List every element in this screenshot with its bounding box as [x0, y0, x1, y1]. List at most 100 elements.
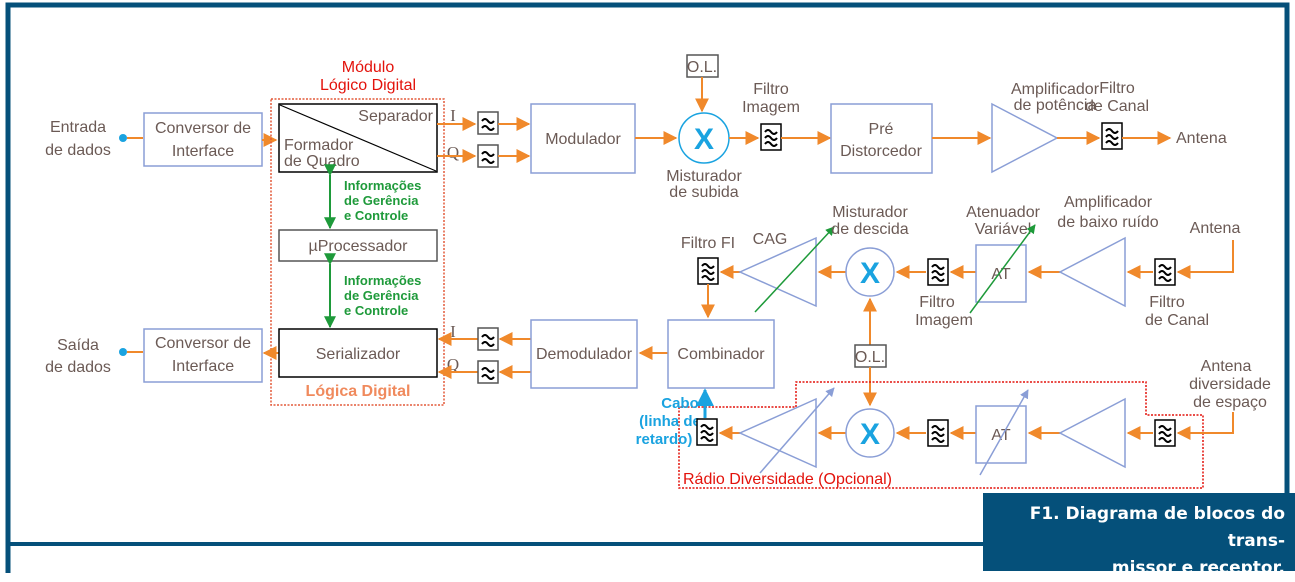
svg-text:de dados: de dados [45, 142, 111, 159]
svg-text:de espaço: de espaço [1193, 394, 1267, 411]
low-noise-amplifier [1058, 236, 1126, 308]
rx-channel-filter-icon [1154, 258, 1176, 286]
svg-text:de baixo ruído: de baixo ruído [1057, 214, 1159, 231]
diversity-agc-amplifier [738, 397, 817, 469]
svg-text:Informações: Informações [344, 273, 421, 288]
svg-text:de descida: de descida [831, 221, 908, 238]
tx-filter-i-icon [477, 111, 499, 135]
diversity-lna [1058, 397, 1126, 469]
svg-text:Combinador: Combinador [677, 346, 765, 363]
figure-caption: F1. Diagrama de blocos do trans- missor … [983, 493, 1295, 578]
svg-text:Filtro: Filtro [919, 294, 955, 311]
svg-text:O.L.: O.L. [687, 59, 717, 76]
diversity-antenna-label: Antena [1201, 358, 1252, 375]
digital-logic-label: Lógica Digital [306, 383, 411, 400]
svg-text:de Canal: de Canal [1145, 312, 1209, 329]
svg-text:(linha de: (linha de [639, 413, 701, 430]
svg-text:Separador: Separador [358, 108, 433, 125]
frame-border [5, 2, 1290, 573]
svg-text:Amplificador: Amplificador [1011, 81, 1100, 98]
svg-text:Demodulador: Demodulador [536, 346, 633, 363]
svg-text:Interface: Interface [172, 143, 234, 160]
agc-control-arrow [754, 226, 835, 313]
svg-text:Filtro: Filtro [1099, 80, 1135, 97]
agc-amplifier [738, 236, 817, 308]
svg-text:de dados: de dados [45, 359, 111, 376]
svg-text:I: I [450, 322, 456, 341]
attenuator-control-arrow [969, 224, 1036, 314]
svg-text:Interface: Interface [172, 358, 234, 375]
svg-text:de Canal: de Canal [1085, 98, 1149, 115]
svg-text:Lógico Digital: Lógico Digital [320, 77, 416, 94]
svg-text:diversidade: diversidade [1189, 376, 1271, 393]
tx-image-filter-icon [760, 123, 782, 151]
diversity-mixer [845, 408, 895, 458]
predistorter-block [830, 103, 933, 174]
svg-text:de Gerência: de Gerência [344, 193, 419, 208]
output-label: Saída [57, 337, 99, 354]
svg-text:Misturador: Misturador [832, 204, 908, 221]
svg-text:Filtro FI: Filtro FI [681, 235, 735, 252]
combiner-block [667, 319, 775, 389]
input-label: Entrada [50, 119, 106, 136]
svg-text:e Controle: e Controle [344, 303, 408, 318]
input-port-icon [119, 134, 127, 142]
svg-text:e Controle: e Controle [344, 208, 408, 223]
svg-text:µProcessador: µProcessador [308, 238, 408, 255]
rx-interface-converter [143, 328, 263, 383]
svg-text:Serializador: Serializador [316, 346, 401, 363]
diversity-image-filter-icon [927, 419, 949, 447]
svg-text:de Quadro: de Quadro [284, 153, 360, 170]
svg-text:Distorcedor: Distorcedor [840, 143, 922, 160]
tx-antenna-label: Antena [1176, 130, 1227, 147]
svg-text:Imagem: Imagem [915, 312, 973, 329]
rx-filter-i-icon [477, 327, 499, 351]
svg-text:I: I [450, 106, 456, 125]
svg-text:CAG: CAG [753, 231, 788, 248]
svg-text:AT: AT [991, 266, 1010, 283]
rx-image-filter-icon [927, 258, 949, 286]
modulator-block [530, 103, 636, 174]
if-filter-icon [697, 257, 719, 285]
diversity-radio-module [678, 381, 1204, 489]
svg-text:retardo): retardo) [636, 431, 693, 448]
rx-filter-q-icon [477, 360, 499, 384]
svg-text:de Gerência: de Gerência [344, 288, 419, 303]
demodulator-block [530, 319, 638, 389]
tx-interface-converter [143, 112, 263, 167]
rx-antenna-label: Antena [1190, 220, 1241, 237]
svg-text:de subida: de subida [669, 184, 738, 201]
tx-channel-filter-icon [1101, 122, 1123, 150]
svg-text:Modulador: Modulador [545, 131, 621, 148]
microprocessor-block [278, 229, 438, 262]
diversity-title: Rádio Diversidade (Opcional) [683, 471, 892, 488]
svg-text:Filtro: Filtro [1149, 294, 1185, 311]
power-amplifier [991, 102, 1059, 174]
svg-text:X: X [860, 257, 880, 290]
svg-text:O.L.: O.L. [855, 349, 885, 366]
downconversion-mixer [845, 247, 895, 297]
svg-text:Formador: Formador [284, 137, 354, 154]
svg-text:Conversor de: Conversor de [155, 120, 251, 137]
diversity-attenuator [975, 405, 1027, 464]
serializer-block [278, 328, 438, 378]
svg-text:de potência: de potência [1014, 97, 1097, 114]
svg-text:Q: Q [447, 143, 459, 162]
svg-text:Amplificador: Amplificador [1064, 194, 1153, 211]
svg-text:Atenuador: Atenuador [966, 204, 1041, 221]
svg-text:Informações: Informações [344, 178, 421, 193]
svg-text:Filtro: Filtro [753, 81, 789, 98]
svg-text:X: X [860, 418, 880, 451]
svg-text:Pré: Pré [869, 121, 894, 138]
diversity-if-filter-icon [696, 418, 718, 446]
digital-logic-module [270, 98, 445, 406]
output-port-icon [119, 348, 127, 356]
svg-text:Variável: Variável [975, 221, 1032, 238]
svg-text:Cabo: Cabo [661, 395, 699, 412]
tx-filter-q-icon [477, 144, 499, 168]
svg-text:Conversor de: Conversor de [155, 335, 251, 352]
variable-attenuator [975, 244, 1027, 303]
svg-text:Imagem: Imagem [742, 99, 800, 116]
module-title: Módulo [342, 59, 395, 76]
